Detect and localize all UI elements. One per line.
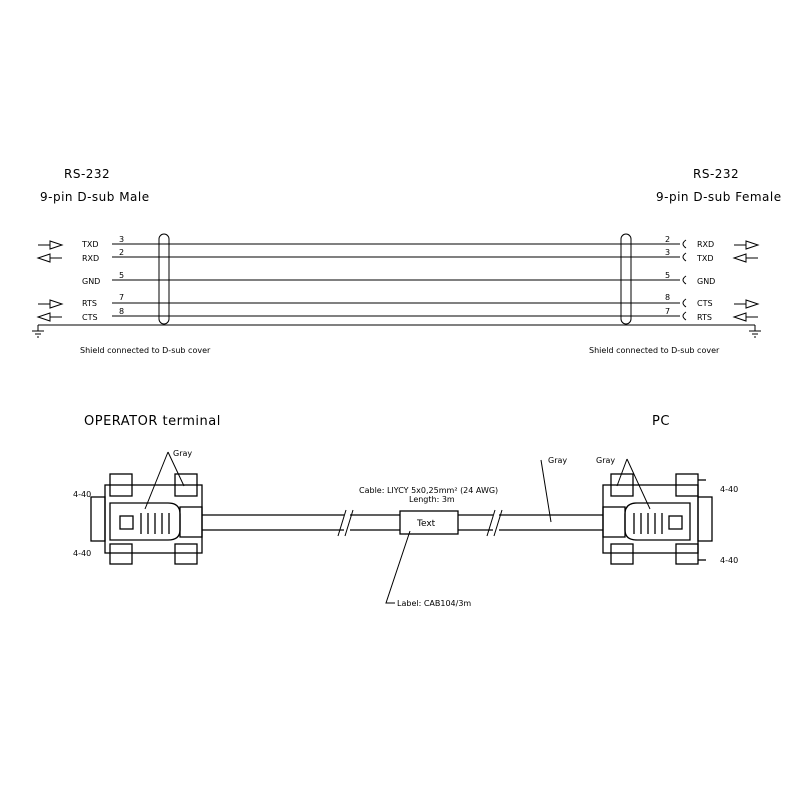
cable-spec-line2: Length: 3m: [409, 495, 455, 504]
left-color-leaders: [144, 451, 185, 510]
right-color-label: Gray: [596, 456, 615, 465]
label-note: Label: CAB104/3m: [397, 599, 471, 608]
left-pin-8: 8: [119, 307, 124, 316]
right-end-label: PC: [652, 414, 670, 429]
left-pin-5: 5: [119, 271, 124, 280]
right-arrow-in-rxd-icon: [734, 240, 760, 250]
screw-top-right: 4-40: [720, 485, 738, 494]
left-pin-2: 2: [119, 248, 124, 257]
left-connector-title: RS-232: [64, 167, 110, 181]
cable-body: [202, 514, 603, 531]
left-pin-3: 3: [119, 235, 124, 244]
left-pin-7: 7: [119, 293, 124, 302]
left-signal-cts: CTS: [82, 313, 98, 322]
wiring-diagram: RS-232 9-pin D-sub Male RS-232 9-pin D-s…: [32, 167, 782, 355]
right-connector-subtitle: 9-pin D-sub Female: [656, 190, 782, 204]
cable-break-marks: [337, 509, 503, 537]
screw-bottom-right: 4-40: [720, 556, 738, 565]
right-signal-txd: TXD: [696, 254, 714, 263]
right-pin-3: 3: [665, 248, 670, 257]
label-sleeve: [399, 510, 459, 535]
right-pin-8: 8: [665, 293, 670, 302]
right-arrow-in-cts-icon: [734, 299, 760, 309]
left-arrow-in-cts-icon: [36, 312, 62, 322]
right-pin-5: 5: [665, 271, 670, 280]
left-arrow-out-txd-icon: [38, 240, 64, 250]
right-arrow-out-txd-icon: [732, 253, 758, 263]
right-connector-title: RS-232: [693, 167, 739, 181]
right-ground-icon: [749, 325, 761, 338]
right-signal-cts: CTS: [697, 299, 713, 308]
left-connector-subtitle: 9-pin D-sub Male: [40, 190, 150, 204]
screw-bottom-left: 4-40: [73, 549, 91, 558]
right-arrow-out-rts-icon: [732, 312, 758, 322]
right-terminations: [682, 239, 687, 321]
right-pin-2: 2: [665, 235, 670, 244]
right-color-leaders: [616, 458, 651, 510]
right-dsub-connector: [602, 473, 713, 565]
left-color-label: Gray: [173, 449, 192, 458]
right-signal-rxd: RXD: [697, 240, 714, 249]
label-note-leader: [385, 530, 411, 604]
right-pin-7: 7: [665, 307, 670, 316]
left-signal-rxd: RXD: [82, 254, 99, 263]
left-signal-gnd: GND: [82, 277, 100, 286]
left-signal-rts: RTS: [82, 299, 97, 308]
right-shield-oval: [620, 233, 632, 325]
cable-spec-line1: Cable: LIYCY 5x0,25mm² (24 AWG): [359, 486, 498, 495]
right-shield-note: Shield connected to D-sub cover: [589, 346, 720, 355]
cable-assembly: OPERATOR terminal PC 4-40 4-40 Gray: [73, 414, 738, 608]
left-shield-note: Shield connected to D-sub cover: [80, 346, 211, 355]
left-dsub-connector: [90, 473, 203, 565]
left-arrow-out-rts-icon: [38, 299, 64, 309]
label-sleeve-text: Text: [416, 519, 436, 529]
cable-color-leader: [540, 459, 552, 523]
right-signal-gnd: GND: [697, 277, 715, 286]
left-ground-icon: [32, 325, 44, 338]
left-end-label: OPERATOR terminal: [84, 414, 221, 429]
left-signal-txd: TXD: [81, 240, 99, 249]
left-shield-oval: [158, 233, 170, 325]
cable-color-label: Gray: [548, 456, 567, 465]
left-arrow-in-rxd-icon: [36, 253, 62, 263]
screw-top-left: 4-40: [73, 490, 91, 499]
right-signal-rts: RTS: [697, 313, 712, 322]
